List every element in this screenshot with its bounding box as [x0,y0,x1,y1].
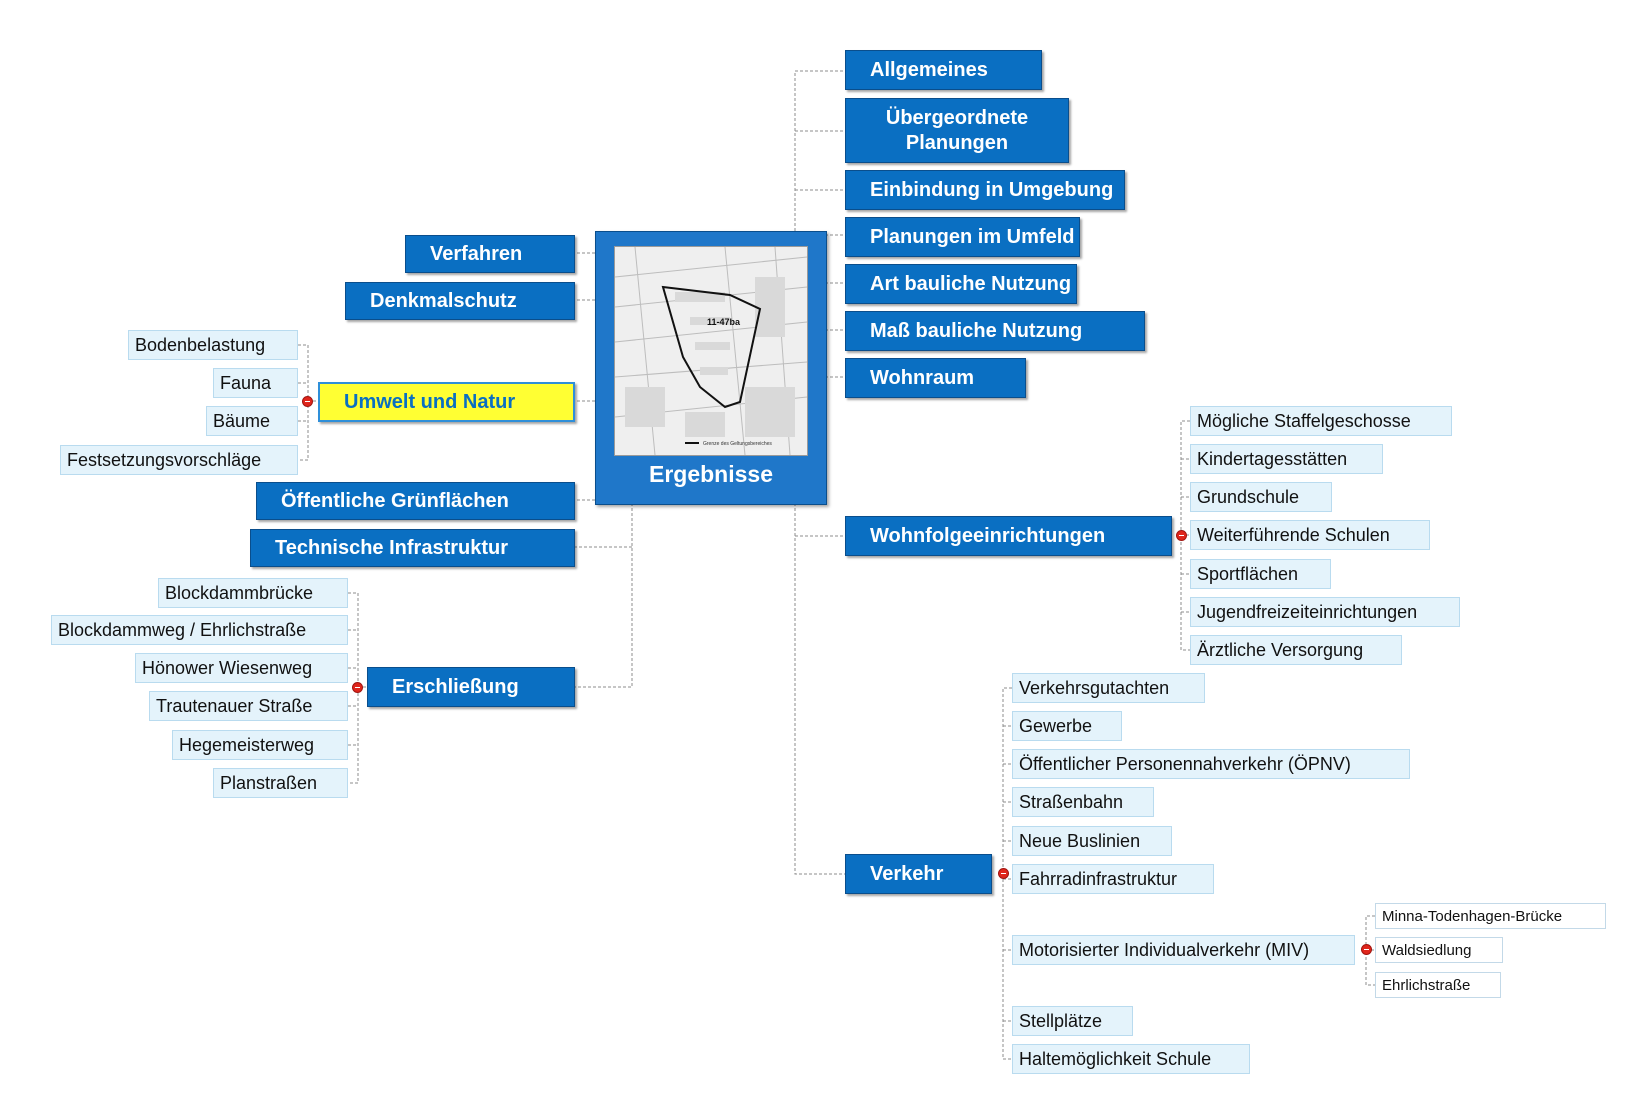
node-wohnfolgeeinrichtungen[interactable]: Wohnfolgeeinrichtungen [845,516,1172,556]
node-wohnraum[interactable]: Wohnraum [845,358,1026,398]
map-label: 11-47ba [707,317,741,327]
node-verfahren[interactable]: Verfahren [405,235,575,273]
collapse-knot-icon[interactable] [998,868,1009,879]
node-denkmalschutz[interactable]: Denkmalschutz [345,282,575,320]
subnode-bodenbelastung[interactable]: Bodenbelastung [128,330,298,360]
collapse-knot-icon[interactable] [1361,944,1372,955]
node-uebergeordnete-planungen[interactable]: Übergeordnete Planungen [845,98,1069,163]
node-allgemeines[interactable]: Allgemeines [845,50,1042,90]
subnode-neue-buslinien[interactable]: Neue Buslinien [1012,826,1172,856]
subnode-ehrlichstrasse[interactable]: Ehrlichstraße [1375,972,1501,998]
node-mass-bauliche-nutzung[interactable]: Maß bauliche Nutzung [845,311,1145,351]
subnode-stellplaetze[interactable]: Stellplätze [1012,1006,1133,1036]
node-einbindung-in-umgebung[interactable]: Einbindung in Umgebung [845,170,1125,210]
subnode-trautenauer-strasse[interactable]: Trautenauer Straße [149,691,348,721]
subnode-kindertagesstaetten[interactable]: Kindertagesstätten [1190,444,1383,474]
subnode-gewerbe[interactable]: Gewerbe [1012,711,1122,741]
subnode-hegemeisterweg[interactable]: Hegemeisterweg [172,730,348,760]
node-technische-infrastruktur[interactable]: Technische Infrastruktur [250,529,575,567]
subnode-minna-todenhagen-bruecke[interactable]: Minna-Todenhagen-Brücke [1375,903,1606,929]
node-planungen-im-umfeld[interactable]: Planungen im Umfeld [845,217,1080,257]
subnode-moegliche-staffelgeschosse[interactable]: Mögliche Staffelgeschosse [1190,406,1452,436]
center-node-ergebnisse[interactable]: 11-47ba Grenze des Geltungsbereiches Erg… [595,231,827,505]
node-verkehr[interactable]: Verkehr [845,854,992,894]
subnode-fauna[interactable]: Fauna [213,368,298,398]
subnode-blockdammweg-ehrlichstrasse[interactable]: Blockdammweg / Ehrlichstraße [51,615,348,645]
subnode-festsetzungsvorschlaege[interactable]: Festsetzungsvorschläge [60,445,298,475]
collapse-knot-icon[interactable] [1176,530,1187,541]
site-map-image: 11-47ba Grenze des Geltungsbereiches [614,246,808,456]
subnode-haltemoeglichkeit-schule[interactable]: Haltemöglichkeit Schule [1012,1044,1250,1074]
node-umwelt-und-natur[interactable]: Umwelt und Natur [318,382,575,422]
map-caption: Grenze des Geltungsbereiches [703,441,772,447]
subnode-baeume[interactable]: Bäume [206,406,298,436]
subnode-grundschule[interactable]: Grundschule [1190,482,1332,512]
subnode-planstrassen[interactable]: Planstraßen [213,768,348,798]
subnode-strassenbahn[interactable]: Straßenbahn [1012,787,1154,817]
subnode-blockdammbruecke[interactable]: Blockdammbrücke [158,578,348,608]
subnode-sportflaechen[interactable]: Sportflächen [1190,559,1331,589]
subnode-aerztliche-versorgung[interactable]: Ärztliche Versorgung [1190,635,1402,665]
center-title: Ergebnisse [649,461,773,487]
node-oeffentliche-gruenflaechen[interactable]: Öffentliche Grünflächen [256,482,575,520]
node-art-bauliche-nutzung[interactable]: Art bauliche Nutzung [845,264,1077,304]
subnode-jugendfreizeiteinrichtungen[interactable]: Jugendfreizeiteinrichtungen [1190,597,1460,627]
collapse-knot-icon[interactable] [352,682,363,693]
subnode-weiterfuehrende-schulen[interactable]: Weiterführende Schulen [1190,520,1430,550]
site-map-drawing: 11-47ba Grenze des Geltungsbereiches [615,247,807,455]
subnode-hoenower-wiesenweg[interactable]: Hönower Wiesenweg [135,653,348,683]
node-erschliessung[interactable]: Erschließung [367,667,575,707]
subnode-miv[interactable]: Motorisierter Individualverkehr (MIV) [1012,935,1355,965]
collapse-knot-icon[interactable] [302,396,313,407]
subnode-oepnv[interactable]: Öffentlicher Personennahverkehr (ÖPNV) [1012,749,1410,779]
subnode-verkehrsgutachten[interactable]: Verkehrsgutachten [1012,673,1205,703]
subnode-fahrradinfrastruktur[interactable]: Fahrradinfrastruktur [1012,864,1214,894]
subnode-waldsiedlung[interactable]: Waldsiedlung [1375,937,1503,963]
